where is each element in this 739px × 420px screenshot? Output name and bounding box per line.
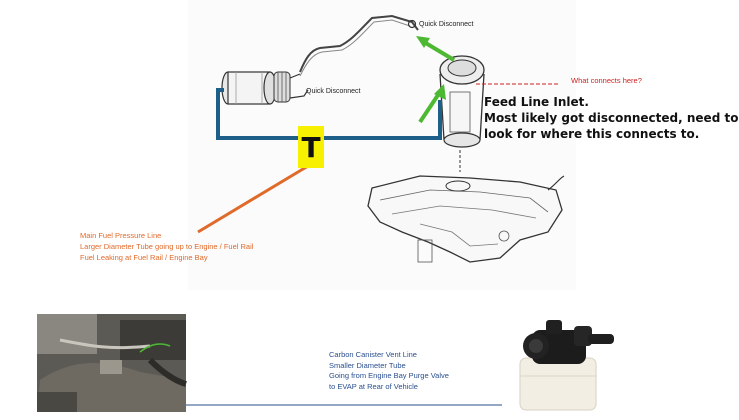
fuel-filter bbox=[221, 71, 309, 105]
carbon-canister-text-1: Smaller Diameter Tube bbox=[329, 360, 406, 370]
feed-line-note: Feed Line Inlet. Most likely got disconn… bbox=[484, 94, 738, 142]
main-fuel-line-title: Main Fuel Pressure Line bbox=[80, 231, 162, 240]
what-connects-label: What connects here? bbox=[571, 76, 642, 85]
carbon-canister-text-3: to EVAP at Rear of Vehicle bbox=[329, 381, 418, 391]
carbon-canister-title: Carbon Canister Vent Line bbox=[329, 350, 417, 359]
carbon-canister-note: Carbon Canister Vent Line Smaller Diamet… bbox=[329, 350, 449, 392]
main-fuel-line bbox=[216, 88, 442, 140]
quick-disconnect-left-label: Quick Disconnect bbox=[306, 88, 361, 95]
upper-fuel-tube bbox=[299, 14, 419, 73]
feed-line-text-2: look for where this connects to. bbox=[484, 127, 700, 141]
orange-pointer bbox=[197, 164, 309, 234]
feed-line-title: Feed Line Inlet. bbox=[484, 95, 589, 109]
evap-valve-photo bbox=[519, 320, 614, 411]
engine-bay-photo bbox=[37, 314, 187, 412]
green-arrows bbox=[416, 36, 456, 124]
main-fuel-line-note: Main Fuel Pressure Line Larger Diameter … bbox=[80, 230, 253, 263]
fuel-tank bbox=[367, 175, 565, 263]
carbon-canister-text-2: Going from Engine Bay Purge Valve bbox=[329, 371, 449, 380]
tee-marker: T bbox=[298, 126, 324, 168]
main-fuel-line-text-1: Larger Diameter Tube going up to Engine … bbox=[80, 242, 254, 251]
main-fuel-line-text-2: Fuel Leaking at Fuel Rail / Engine Bay bbox=[80, 253, 208, 262]
feed-line-text-1: Most likely got disconnected, need to bbox=[484, 111, 739, 125]
quick-disconnect-top-label: Quick Disconnect bbox=[419, 21, 474, 28]
fuel-pump-module bbox=[439, 55, 485, 172]
